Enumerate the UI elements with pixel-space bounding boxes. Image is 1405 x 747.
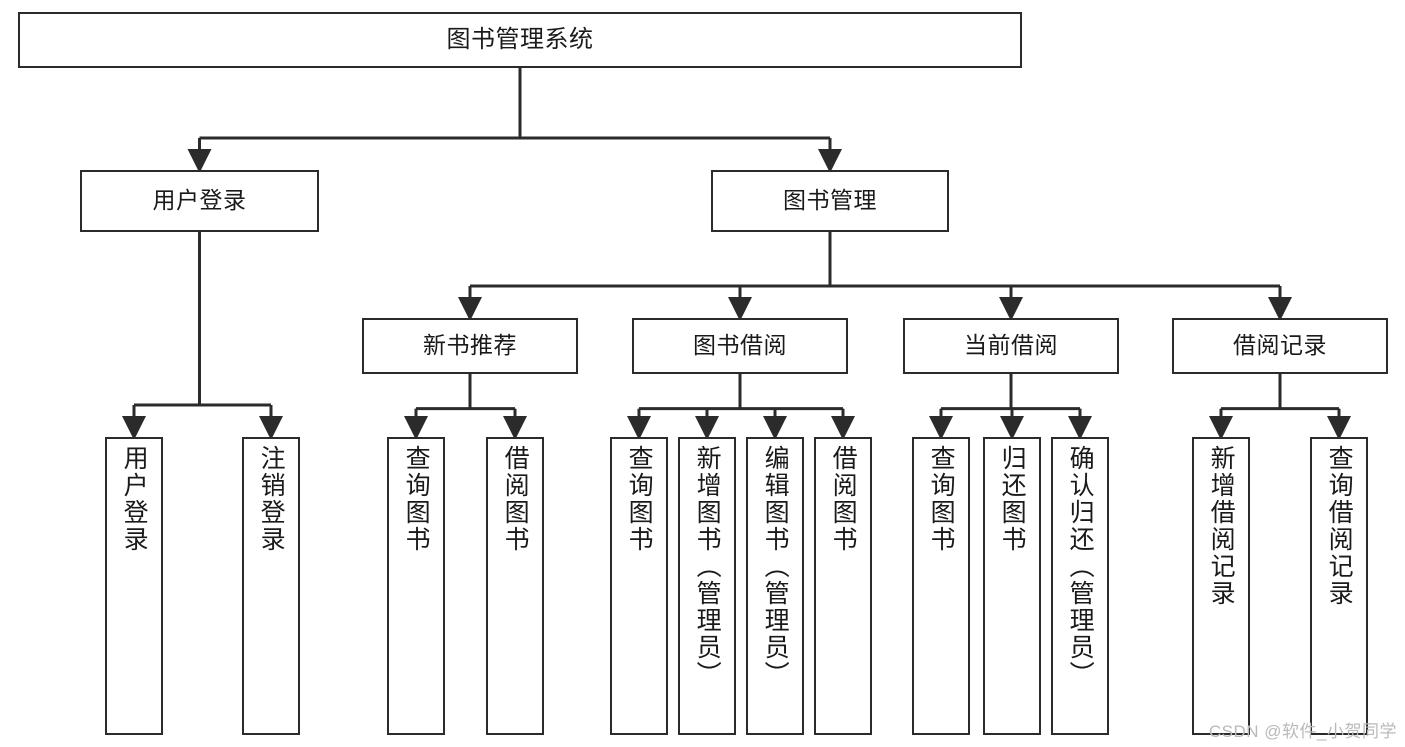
- node-leaf-user-login[interactable]: 用户登录: [105, 437, 163, 735]
- node-label: 图书管理系统: [446, 25, 594, 53]
- node-book-manage[interactable]: 图书管理: [711, 170, 949, 232]
- node-leaf-borrow-query[interactable]: 查询图书: [610, 437, 668, 735]
- node-label: 新书推荐: [423, 332, 517, 359]
- node-label: 查询借阅记录: [1325, 445, 1354, 607]
- node-label: 编辑图书（管理员）: [761, 445, 790, 688]
- node-label: 新增借阅记录: [1207, 445, 1236, 607]
- node-label: 注销登录: [257, 445, 286, 553]
- node-label: 图书管理: [783, 187, 877, 214]
- node-label: 确认归还（管理员）: [1066, 445, 1095, 688]
- node-label: 查询图书: [402, 445, 431, 553]
- node-leaf-rec-search[interactable]: 查询借阅记录: [1310, 437, 1368, 735]
- node-label: 查询图书: [625, 445, 654, 553]
- node-label: 查询图书: [927, 445, 956, 553]
- node-leaf-cur-confirm[interactable]: 确认归还（管理员）: [1051, 437, 1109, 735]
- node-leaf-book-lend[interactable]: 借阅图书: [814, 437, 872, 735]
- node-leaf-rec-borrow[interactable]: 借阅图书: [486, 437, 544, 735]
- node-leaf-cur-query[interactable]: 查询图书: [912, 437, 970, 735]
- node-label: 新增图书（管理员）: [693, 445, 722, 688]
- node-label: 借阅图书: [829, 445, 858, 553]
- node-new-book-rec[interactable]: 新书推荐: [362, 318, 578, 374]
- node-book-borrow[interactable]: 图书借阅: [632, 318, 848, 374]
- node-user-login[interactable]: 用户登录: [80, 170, 319, 232]
- node-label: 借阅记录: [1233, 332, 1327, 359]
- node-label: 用户登录: [152, 187, 247, 214]
- node-leaf-user-logout[interactable]: 注销登录: [242, 437, 300, 735]
- node-leaf-rec-add[interactable]: 新增借阅记录: [1192, 437, 1250, 735]
- node-current-borrow[interactable]: 当前借阅: [903, 318, 1119, 374]
- node-label: 图书借阅: [693, 332, 787, 359]
- node-root[interactable]: 图书管理系统: [18, 12, 1022, 68]
- node-borrow-record[interactable]: 借阅记录: [1172, 318, 1388, 374]
- node-label: 归还图书: [998, 445, 1027, 553]
- node-label: 用户登录: [120, 445, 149, 553]
- node-leaf-rec-query[interactable]: 查询图书: [387, 437, 445, 735]
- node-leaf-cur-return[interactable]: 归还图书: [983, 437, 1041, 735]
- node-label: 借阅图书: [501, 445, 530, 553]
- node-leaf-book-edit[interactable]: 编辑图书（管理员）: [746, 437, 804, 735]
- node-label: 当前借阅: [964, 332, 1058, 359]
- node-leaf-book-add[interactable]: 新增图书（管理员）: [678, 437, 736, 735]
- watermark-label: CSDN @软件_小贺同学: [1208, 722, 1397, 741]
